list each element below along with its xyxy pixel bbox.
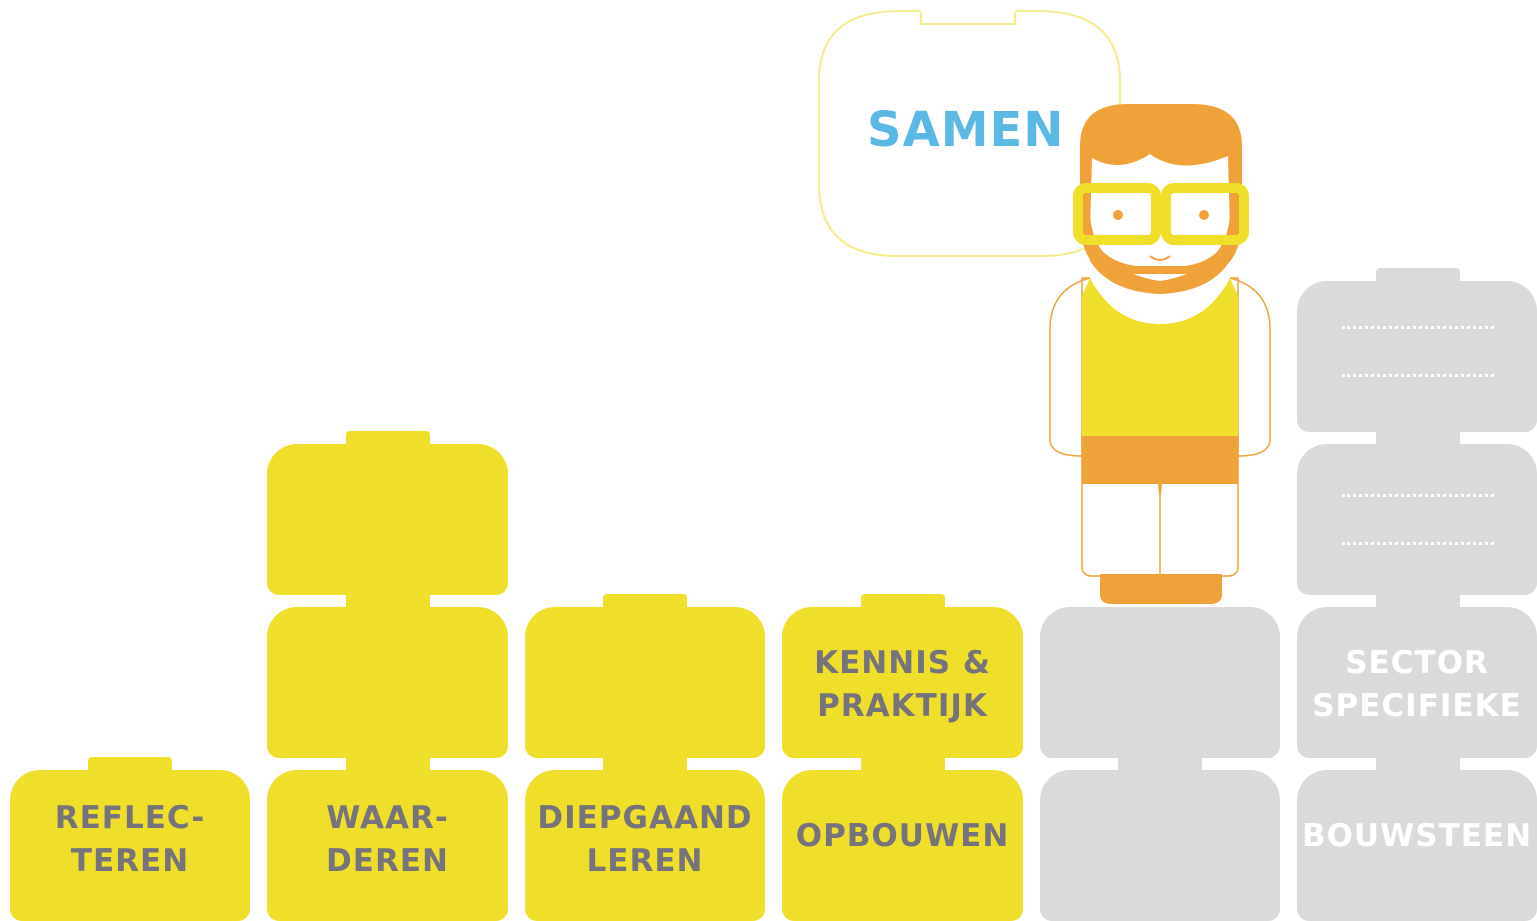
label-line: SPECIFIEKE bbox=[1312, 687, 1522, 724]
label-line: KENNIS & bbox=[814, 644, 991, 681]
label-line: DEREN bbox=[326, 843, 449, 879]
label-waarderen: WAAR- DEREN bbox=[267, 770, 508, 910]
block-waarderen-middle bbox=[267, 607, 508, 758]
block-stud bbox=[346, 431, 430, 447]
placeholder-dots bbox=[1342, 494, 1494, 497]
label-line: SECTOR bbox=[1345, 644, 1489, 681]
block-sector-bottom bbox=[1297, 770, 1537, 921]
label-kennis-praktijk: KENNIS & PRAKTIJK bbox=[782, 607, 1023, 762]
placeholder-dots bbox=[1342, 542, 1494, 545]
block-stud bbox=[603, 594, 687, 610]
block-stud bbox=[1376, 268, 1460, 284]
block-gray-bottom bbox=[1040, 770, 1280, 921]
block-diepgaand-bottom bbox=[525, 770, 765, 921]
block-stud bbox=[88, 757, 172, 773]
block-placeholder-2 bbox=[1297, 444, 1537, 595]
label-line: REFLEC- bbox=[54, 800, 206, 836]
block-connector bbox=[1118, 757, 1202, 771]
block-diepgaand-top bbox=[525, 607, 765, 758]
label-diepgaand-leren: DIEPGAAND LEREN bbox=[525, 770, 765, 910]
block-connector bbox=[1376, 431, 1460, 445]
label-line: PRAKTIJK bbox=[817, 687, 988, 724]
label-sector-specifieke: SECTOR SPECIFIEKE bbox=[1297, 607, 1537, 762]
label-bouwsteen: BOUWSTEEN bbox=[1297, 770, 1537, 902]
label-line: OPBOUWEN bbox=[795, 817, 1010, 854]
block-kennis-top bbox=[782, 607, 1023, 758]
block-sector-top bbox=[1297, 607, 1537, 758]
block-connector bbox=[861, 757, 945, 771]
block-reflecteren bbox=[10, 770, 250, 921]
block-waarderen-bottom bbox=[267, 770, 508, 921]
block-connector bbox=[1376, 594, 1460, 608]
block-connector bbox=[346, 594, 430, 608]
block-gray-top bbox=[1040, 607, 1280, 758]
placeholder-dots bbox=[1342, 326, 1494, 329]
speech-bubble-text: SAMEN bbox=[867, 102, 1065, 158]
label-reflecteren: REFLEC- TEREN bbox=[10, 770, 250, 910]
character-figure-icon bbox=[1049, 104, 1271, 604]
label-line: BOUWSTEEN bbox=[1301, 817, 1533, 854]
label-line: TEREN bbox=[70, 843, 190, 879]
block-connector bbox=[346, 757, 430, 771]
label-line: DIEPGAAND bbox=[537, 800, 753, 836]
block-waarderen-top bbox=[267, 444, 508, 595]
block-stud bbox=[861, 594, 945, 610]
placeholder-dots bbox=[1342, 374, 1494, 377]
label-line: LEREN bbox=[586, 843, 704, 879]
block-connector bbox=[603, 757, 687, 771]
label-line: WAAR- bbox=[326, 800, 449, 836]
block-placeholder-1 bbox=[1297, 281, 1537, 432]
block-kennis-bottom bbox=[782, 770, 1023, 921]
block-connector bbox=[1376, 757, 1460, 771]
label-opbouwen: OPBOUWEN bbox=[782, 770, 1023, 902]
